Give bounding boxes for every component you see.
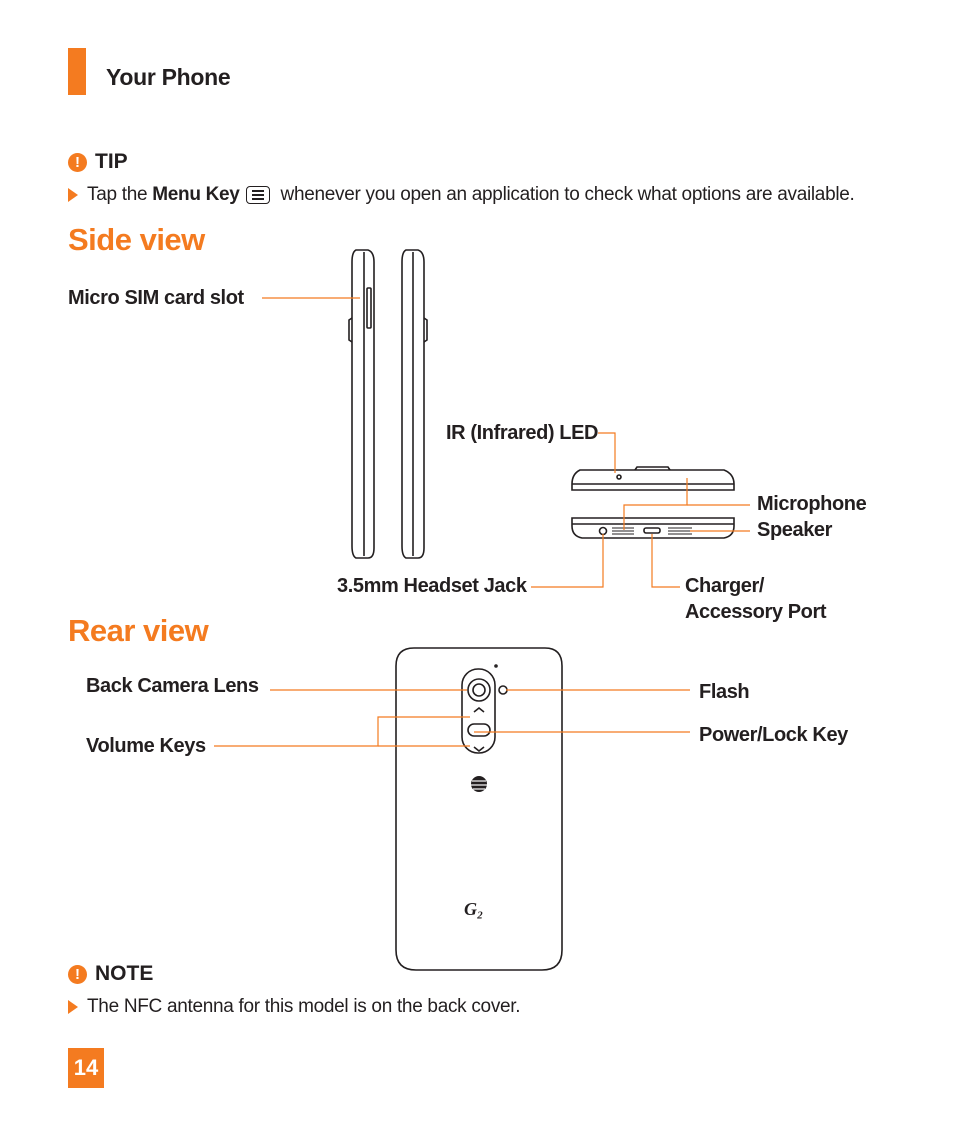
phone-left-side-illustration bbox=[348, 249, 375, 559]
exclamation-circle-icon: ! bbox=[68, 964, 87, 984]
triangle-bullet-icon bbox=[68, 1000, 78, 1014]
tip-heading-label: TIP bbox=[95, 150, 128, 173]
leader-microphone bbox=[623, 478, 688, 530]
g2-logo-icon: G₂ bbox=[464, 899, 483, 919]
label-flash: Flash bbox=[699, 681, 750, 703]
label-charger-line1: Charger/ bbox=[685, 575, 765, 597]
triangle-bullet-icon bbox=[68, 188, 78, 202]
label-ir-led: IR (Infrared) LED bbox=[446, 422, 599, 444]
label-microphone: Microphone bbox=[757, 493, 867, 515]
leader-headset-jack bbox=[531, 534, 604, 588]
menu-key-icon bbox=[245, 186, 270, 204]
tip-key-name: Menu Key bbox=[152, 184, 240, 205]
exclamation-circle-icon: ! bbox=[68, 152, 87, 172]
phone-bottom-edge-illustration bbox=[571, 517, 735, 539]
tip-text: Tap the Menu Key whenever you open an ap… bbox=[68, 184, 855, 206]
tip-heading: ! TIP bbox=[68, 150, 128, 174]
carrier-globe-icon bbox=[471, 776, 487, 792]
phone-top-edge-illustration bbox=[571, 466, 735, 491]
leader-charger-port bbox=[651, 534, 680, 588]
tip-text-after: whenever you open an application to chec… bbox=[275, 184, 855, 205]
header-accent-bar bbox=[68, 48, 86, 95]
leader-ir-led bbox=[598, 432, 616, 473]
page-number: 14 bbox=[68, 1048, 104, 1088]
label-sim-slot: Micro SIM card slot bbox=[68, 287, 244, 309]
side-view-title: Side view bbox=[68, 222, 205, 257]
phone-right-side-illustration bbox=[401, 249, 428, 559]
note-text: The NFC antenna for this model is on the… bbox=[68, 996, 521, 1018]
label-volume: Volume Keys bbox=[86, 735, 206, 757]
label-camera: Back Camera Lens bbox=[86, 675, 259, 697]
label-speaker: Speaker bbox=[757, 519, 833, 541]
leader-volume-up bbox=[214, 716, 470, 747]
label-headset-jack: 3.5mm Headset Jack bbox=[337, 575, 527, 597]
tip-text-before: Tap the bbox=[87, 184, 153, 205]
note-heading-label: NOTE bbox=[95, 962, 154, 985]
rear-view-title: Rear view bbox=[68, 613, 209, 648]
phone-rear-illustration bbox=[395, 647, 563, 971]
label-charger-line2: Accessory Port bbox=[685, 601, 827, 623]
note-heading: ! NOTE bbox=[68, 962, 153, 986]
label-power: Power/Lock Key bbox=[699, 724, 848, 746]
page-header-title: Your Phone bbox=[106, 64, 231, 90]
note-text-body: The NFC antenna for this model is on the… bbox=[87, 996, 521, 1017]
